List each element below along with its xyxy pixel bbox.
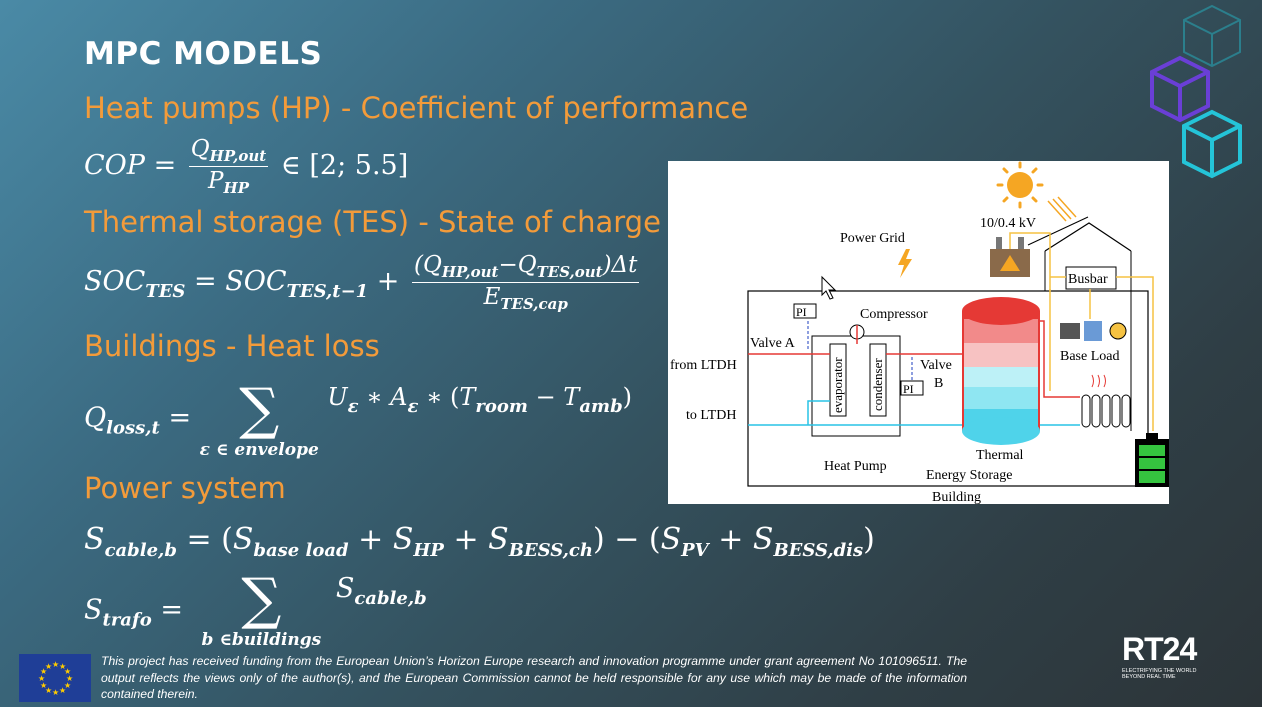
compressor-label: Compressor <box>860 307 928 322</box>
building-label: Building <box>932 490 981 504</box>
section-heading-power-system: Power system <box>84 471 286 505</box>
thermal-storage-tank-icon <box>962 297 1040 445</box>
power-grid-label: Power Grid <box>840 231 905 246</box>
lightning-icon <box>898 249 912 278</box>
system-diagram: 10/0.4 kV Power Grid Busbar evap <box>668 161 1169 504</box>
section-heading-thermal-storage: Thermal storage (TES) - State of charge <box>84 205 661 239</box>
svg-text:★: ★ <box>59 662 66 671</box>
section-heading-heat-pumps: Heat pumps (HP) - Coefficient of perform… <box>84 91 749 125</box>
transformer-icon <box>990 237 1030 277</box>
radiator-icon <box>1081 374 1131 428</box>
svg-text:★: ★ <box>64 681 71 690</box>
slide-title: MPC MODELS <box>84 36 323 72</box>
svg-text:★: ★ <box>40 667 47 676</box>
heat-pump-label: Heat Pump <box>824 459 887 474</box>
cubes-decoration-icon <box>1150 4 1242 179</box>
svg-text:★: ★ <box>45 662 52 671</box>
battery-icon <box>1135 433 1169 487</box>
svg-text:★: ★ <box>64 667 71 676</box>
svg-text:★: ★ <box>52 688 59 697</box>
svg-text:★: ★ <box>40 681 47 690</box>
pi-label-b: PI <box>903 382 914 396</box>
evaporator-label: evaporator <box>830 357 845 413</box>
transformer-label: 10/0.4 kV <box>980 216 1036 231</box>
svg-text:★: ★ <box>59 686 66 695</box>
condenser-label: condenser <box>870 358 885 411</box>
tes-label-1: Thermal <box>976 448 1024 463</box>
valve-b-label-2: B <box>934 376 943 391</box>
tes-label-2: Energy Storage <box>926 468 1012 483</box>
from-ltdh-label: from LTDH <box>670 358 737 373</box>
funding-disclaimer: This project has received funding from t… <box>101 654 967 701</box>
svg-text:★: ★ <box>38 674 45 683</box>
valve-b-label-1: Valve <box>920 358 952 373</box>
pi-label-a: PI <box>796 305 807 319</box>
base-load-label: Base Load <box>1060 349 1119 364</box>
trafo-power-equation: Strafo = ∑b ∈buildings Scable,b <box>84 567 427 651</box>
base-load-icon <box>1060 321 1127 341</box>
rt24-logo: RT24 ELECTRIFYING THE WORLD BEYOND REAL … <box>1122 631 1197 680</box>
section-heading-buildings: Buildings - Heat loss <box>84 329 380 363</box>
svg-text:★: ★ <box>45 686 52 695</box>
svg-text:★: ★ <box>66 674 73 683</box>
soc-equation: SOCTES = SOCTES,t−1 + (QHP,out−QTES,out)… <box>84 252 640 313</box>
sun-icon <box>996 161 1077 222</box>
heat-loss-equation: Qloss,t = ∑ε ∈ envelope Uε ∗ Aε ∗ (Troom… <box>84 377 633 461</box>
valve-a-label: Valve A <box>750 336 796 351</box>
busbar-label: Busbar <box>1068 272 1108 287</box>
to-ltdh-label: to LTDH <box>686 408 736 423</box>
svg-text:★: ★ <box>52 660 59 669</box>
cable-power-equation: Scable,b = (Sbase load + SHP + SBESS,ch)… <box>84 522 875 561</box>
mouse-cursor-icon <box>821 275 837 300</box>
eu-flag-logo: ★★★ ★★★ ★★★ ★★★ <box>19 654 91 702</box>
